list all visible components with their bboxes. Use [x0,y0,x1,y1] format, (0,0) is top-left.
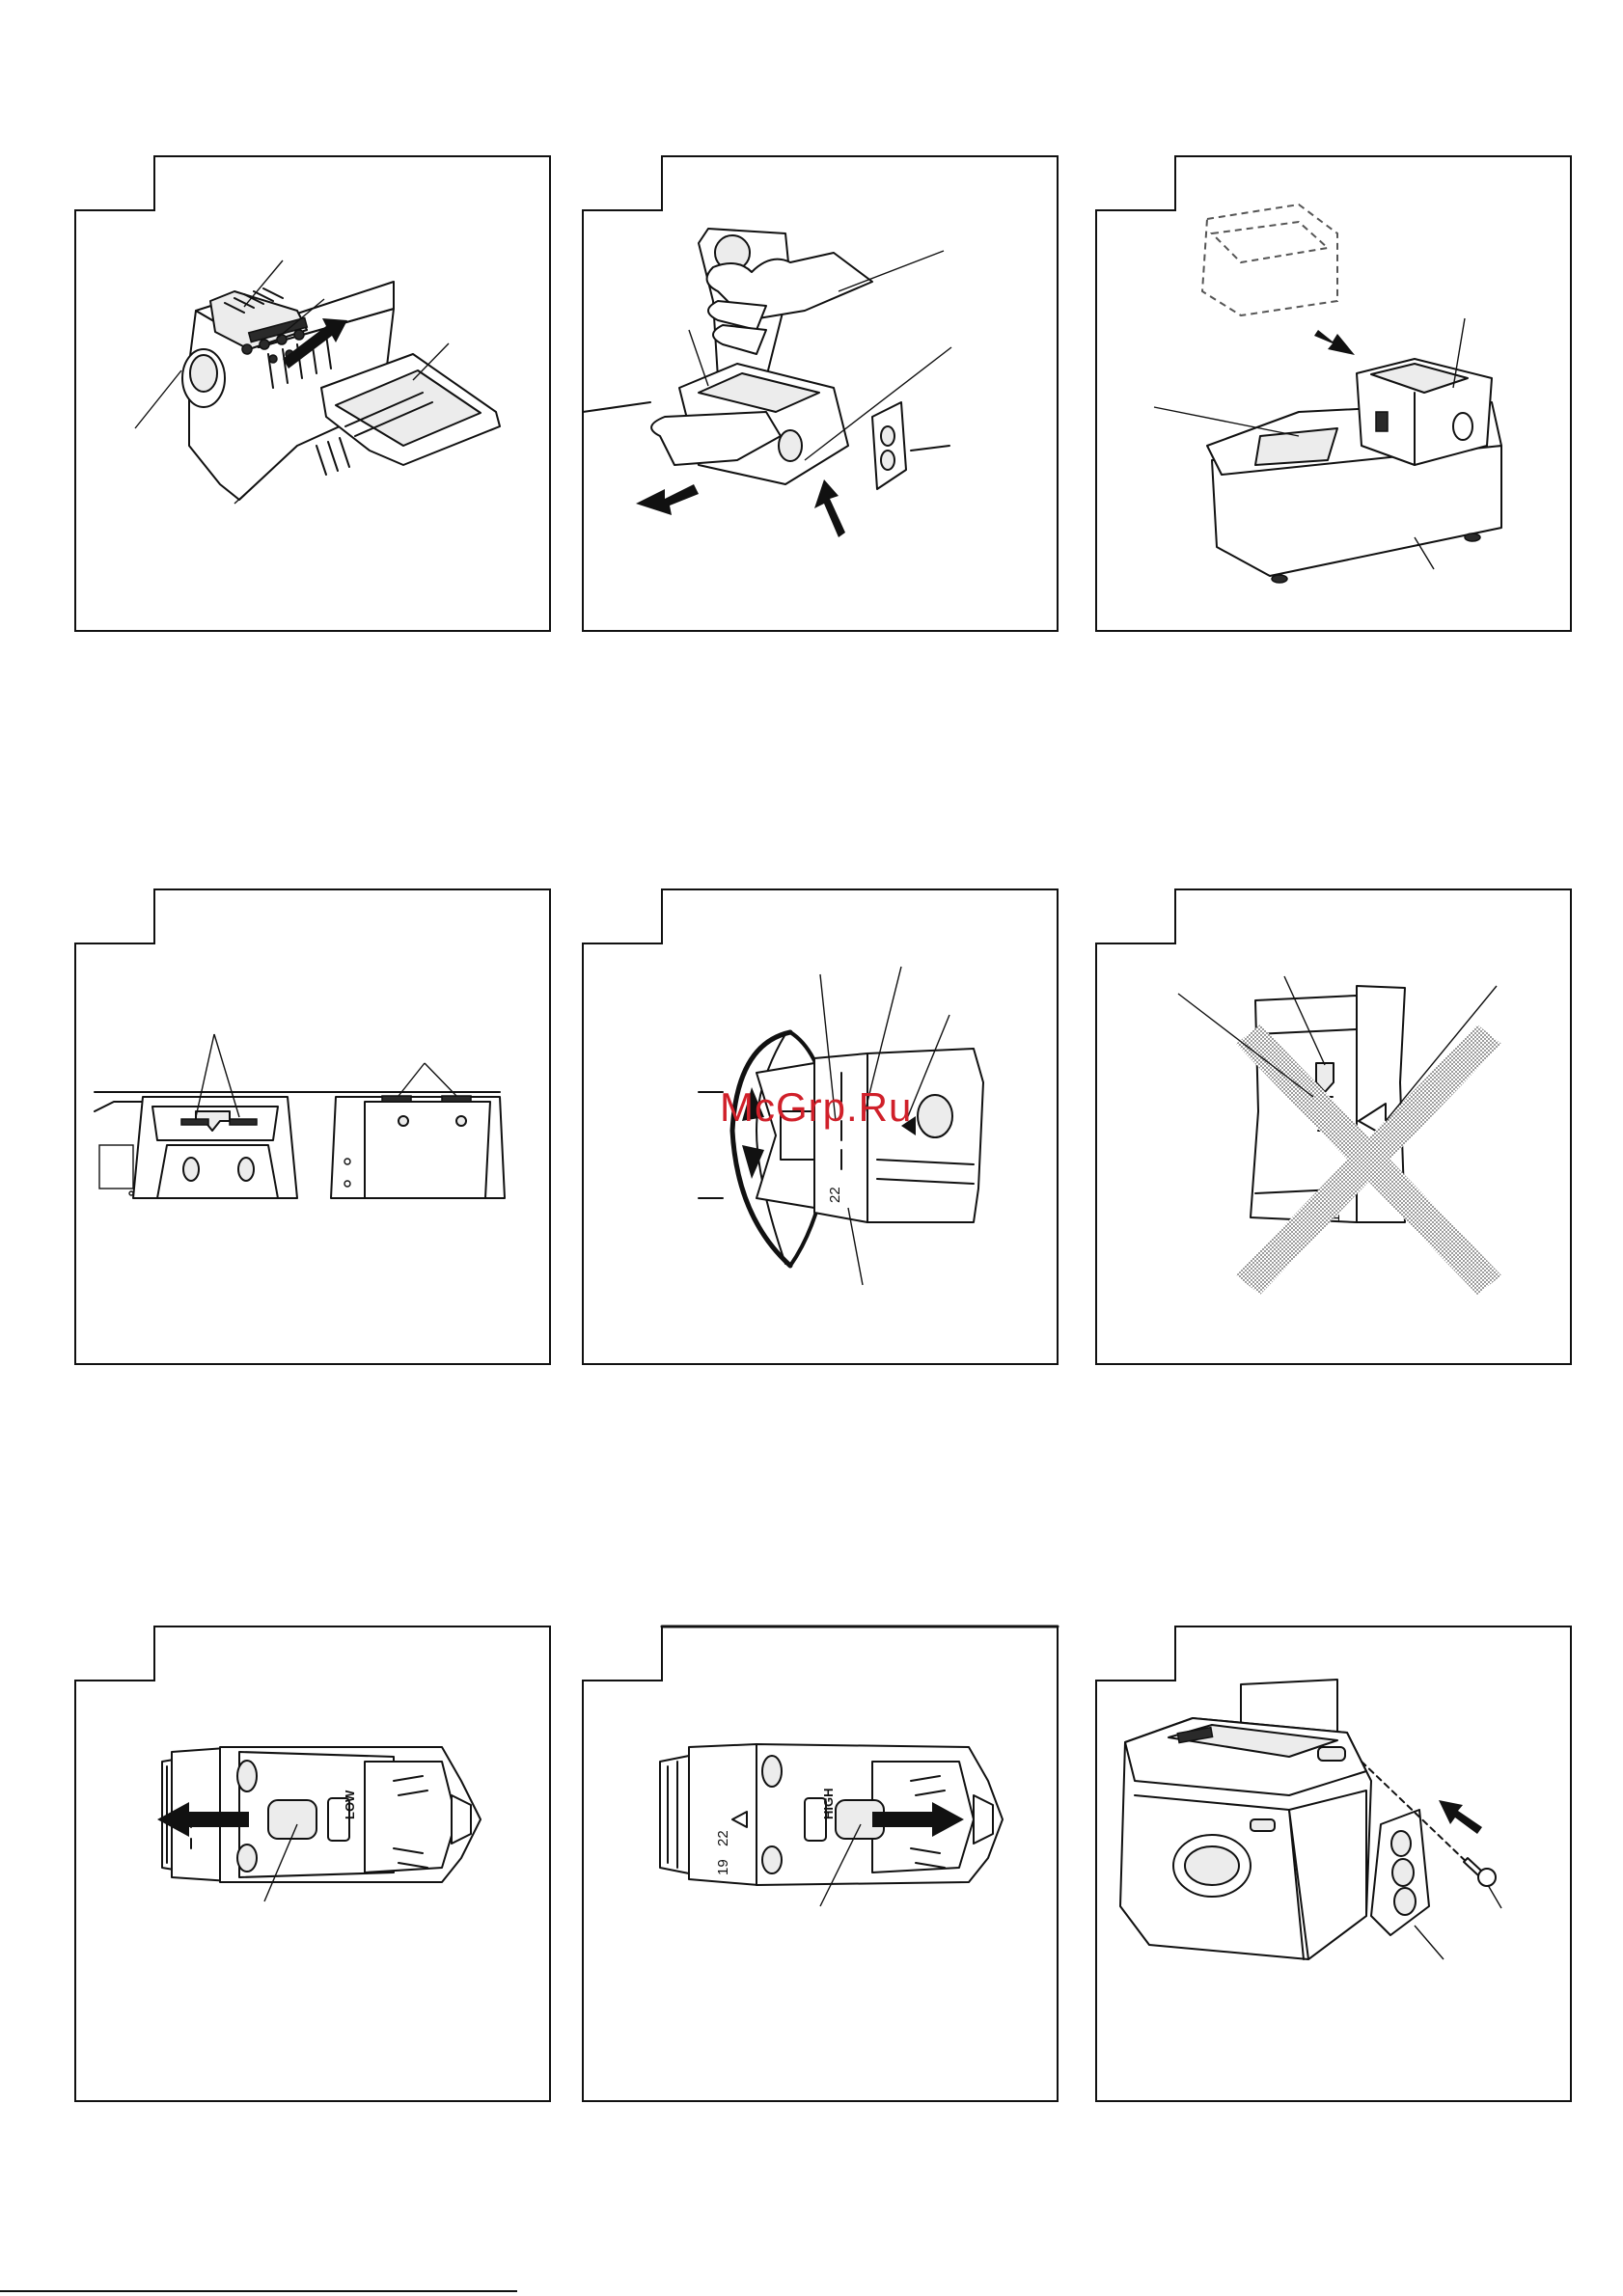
switch-label-high: HIGH [821,1789,836,1820]
dial-number-22-high: 22 [715,1830,731,1846]
watermark-text: McGrp.Ru [720,1084,912,1131]
figure-clutch-dial: 22 McGrp.Ru [583,889,1058,1364]
figure-battery-terminals-drawing [75,156,550,631]
figure-belt-hook-removal [1096,1626,1571,2101]
dial-number-19-high: 19 [715,1859,731,1875]
figure-speed-switch-low-drawing: LOW [75,1626,550,2101]
figure-battery-latches [75,889,550,1364]
figure-battery-latches-drawing [75,889,550,1364]
figure-speed-switch-high-drawing: 22 19 HIGH [583,1626,1058,2101]
figure-battery-terminals [75,156,550,631]
figure-dial-wrong-setting: 22 19 [1096,889,1571,1364]
figure-charger [1096,156,1571,631]
figure-battery-removal [583,156,1058,631]
figure-battery-removal-drawing [583,156,1058,631]
figure-speed-switch-low: LOW [75,1626,550,2101]
figure-dial-wrong-setting-drawing: 22 19 [1096,889,1571,1364]
footer-rule [0,2290,517,2292]
dial-number-22: 22 [827,1187,843,1203]
figure-charger-drawing [1096,156,1571,631]
switch-label-low: LOW [343,1790,357,1819]
figure-belt-hook-removal-drawing [1096,1626,1571,2101]
figure-speed-switch-high: 22 19 HIGH [583,1626,1058,2101]
